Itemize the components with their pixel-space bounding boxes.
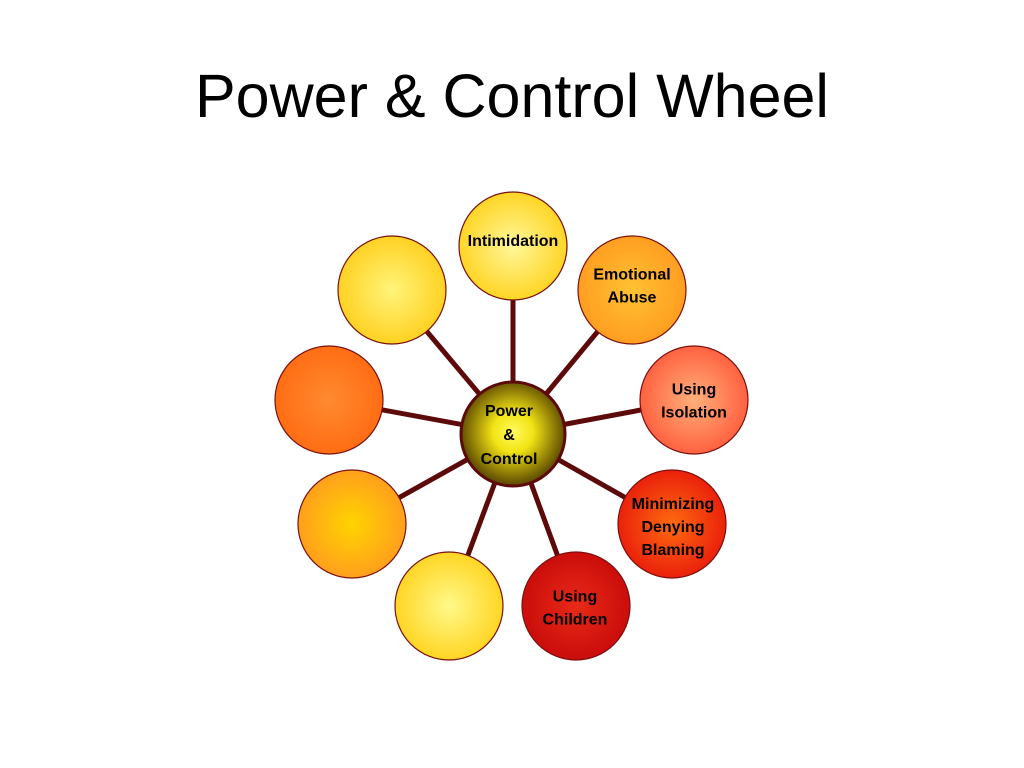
wheel-node-label: Abuse bbox=[608, 290, 657, 307]
wheel-node-label: Denying bbox=[641, 519, 704, 536]
wheel-node-empty bbox=[394, 551, 504, 661]
wheel-node-label: Emotional bbox=[593, 267, 670, 284]
wheel-node-label: Using bbox=[672, 382, 716, 399]
wheel-hub-label: & bbox=[503, 427, 515, 444]
wheel-node-label: Intimidation bbox=[468, 233, 559, 250]
wheel-node-label: Using bbox=[553, 589, 597, 606]
slide-title: Power & Control Wheel bbox=[195, 62, 829, 130]
wheel-hub-label: Power bbox=[485, 403, 533, 420]
wheel-node-label: Children bbox=[543, 612, 608, 629]
wheel-node-label: Blaming bbox=[641, 542, 704, 559]
wheel-node-circle bbox=[337, 235, 447, 345]
wheel-node-circle bbox=[617, 469, 727, 579]
wheel-node-circle bbox=[274, 345, 384, 455]
wheel-node-circle bbox=[639, 345, 749, 455]
wheel-node-label: Isolation bbox=[661, 405, 727, 422]
wheel-node-circle bbox=[521, 551, 631, 661]
wheel-node-circle bbox=[458, 191, 568, 301]
wheel-hub: Power & Control bbox=[459, 380, 567, 488]
wheel-node-label: Minimizing bbox=[632, 496, 715, 513]
wheel-node-circle bbox=[577, 235, 687, 345]
wheel-node-empty bbox=[337, 235, 447, 345]
wheel-nodes: IntimidationEmotionalAbuseUsingIsolation… bbox=[274, 191, 749, 661]
wheel-node-circle bbox=[297, 469, 407, 579]
wheel-node-empty bbox=[274, 345, 384, 455]
wheel-node-intimidation: Intimidation bbox=[458, 191, 568, 301]
wheel-node-empty bbox=[297, 469, 407, 579]
wheel-hub-circle bbox=[459, 380, 567, 488]
wheel-hub-label: Control bbox=[481, 451, 538, 468]
wheel-node-circle bbox=[394, 551, 504, 661]
